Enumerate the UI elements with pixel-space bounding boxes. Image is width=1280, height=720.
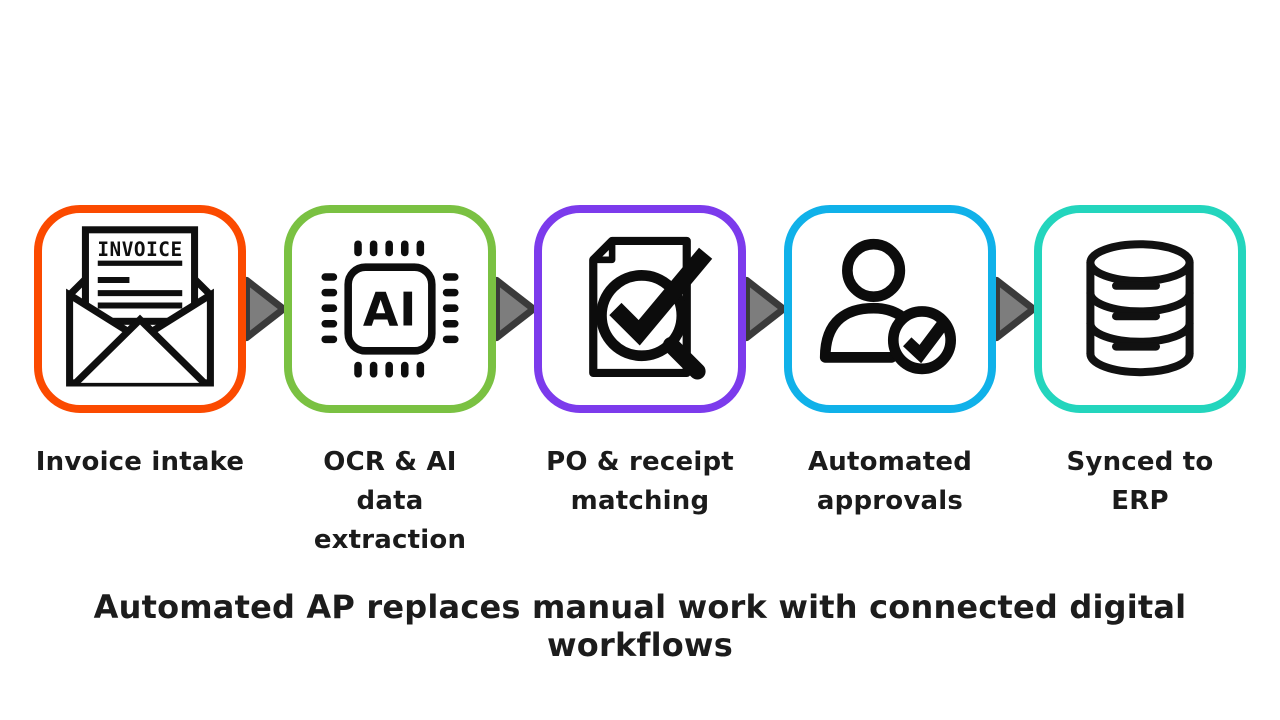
workflow-step-invoice-intake: INVOICE Invoice intake xyxy=(34,205,246,482)
document-check-magnifier-icon xyxy=(589,236,713,380)
right-triangle-arrow-icon xyxy=(243,276,287,342)
invoice-doc-title: INVOICE xyxy=(97,238,182,261)
workflow-step-ocr-ai: AI OCR & AI data extraction xyxy=(284,205,496,560)
diagram-caption: Automated AP replaces manual work with c… xyxy=(93,588,1187,664)
flow-arrow-icon xyxy=(988,205,1042,413)
workflow-step-erp-sync: Synced to ERP xyxy=(1034,205,1246,521)
step-label-approvals: Automated approvals xyxy=(807,447,973,516)
step-card-erp-sync xyxy=(1034,205,1246,413)
workflow-step-approvals: Automated approvals xyxy=(784,205,996,521)
step-label-po-matching: PO & receipt matching xyxy=(546,447,734,516)
database-icon xyxy=(1086,240,1194,377)
step-label-ocr-ai: OCR & AI data extraction xyxy=(313,447,467,555)
ai-chip-icon: AI xyxy=(321,240,459,378)
workflow-step-po-matching: PO & receipt matching xyxy=(534,205,746,521)
step-card-approvals xyxy=(784,205,996,413)
flow-arrow-icon xyxy=(738,205,792,413)
step-card-ocr-ai: AI xyxy=(284,205,496,413)
flow-arrow-icon xyxy=(488,205,542,413)
workflow-row: INVOICE Invoice intake xyxy=(0,205,1280,560)
right-triangle-arrow-icon xyxy=(993,276,1037,342)
invoice-envelope-icon: INVOICE xyxy=(66,226,214,387)
ai-chip-label: AI xyxy=(363,282,417,336)
flow-arrow-icon xyxy=(238,205,292,413)
step-label-invoice-intake: Invoice intake xyxy=(35,447,245,477)
step-label-erp-sync: Synced to ERP xyxy=(1066,447,1214,516)
right-triangle-arrow-icon xyxy=(743,276,787,342)
step-card-po-matching xyxy=(534,205,746,413)
person-approval-icon xyxy=(819,238,957,375)
right-triangle-arrow-icon xyxy=(493,276,537,342)
step-card-invoice-intake: INVOICE xyxy=(34,205,246,413)
